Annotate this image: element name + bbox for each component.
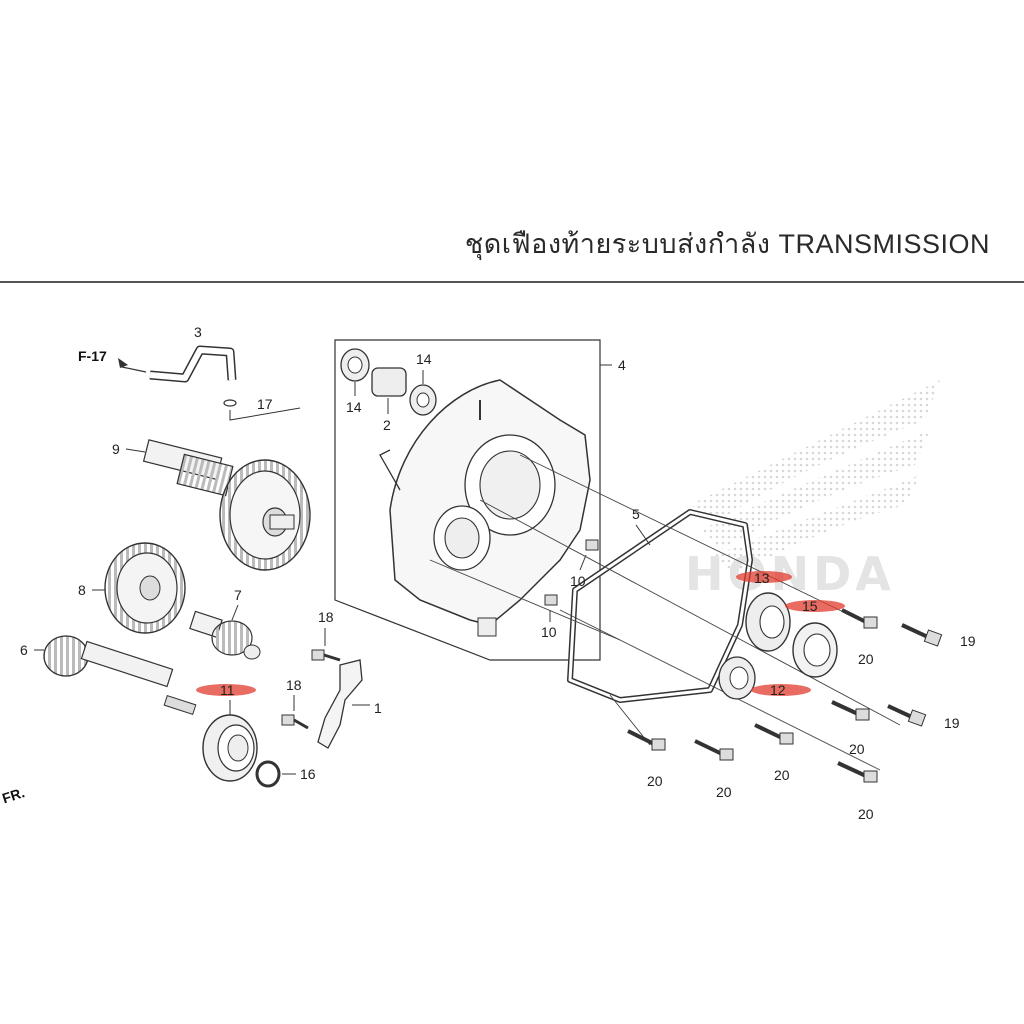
callout-20-a: 20 [858, 651, 874, 667]
reference-f17: F-17 [78, 348, 107, 364]
bolt-18-lower [281, 714, 309, 730]
bolt-20-e [754, 723, 794, 745]
drive-shaft-6 [43, 635, 197, 716]
bearing-12 [718, 656, 756, 700]
callout-14-left: 14 [346, 399, 362, 415]
bracket-1 [317, 659, 363, 749]
callout-10-upper: 10 [570, 573, 586, 589]
callout-10-lower: 10 [541, 624, 557, 640]
bolt-18-upper [311, 649, 341, 662]
callout-8: 8 [78, 582, 86, 598]
callout-13: 13 [754, 570, 770, 586]
front-marker: FR. [0, 784, 26, 806]
bearing-14-right [409, 384, 437, 416]
gear-8 [104, 542, 186, 634]
callout-20-c: 20 [647, 773, 663, 789]
transmission-case-4 [379, 379, 591, 637]
callout-18-upper: 18 [318, 609, 334, 625]
callout-6: 6 [20, 642, 28, 658]
title-divider [0, 281, 1024, 283]
counter-shaft-7 [189, 610, 261, 660]
bolt-20-a [841, 608, 878, 629]
assembly-outline [334, 339, 601, 661]
o-ring-17 [223, 399, 237, 407]
highlight-marks [196, 571, 845, 696]
callout-19-upper: 19 [960, 633, 976, 649]
bolt-20-d [694, 739, 734, 761]
bolt-20-c [627, 729, 666, 751]
callout-19-lower: 19 [944, 715, 960, 731]
callout-20-b: 20 [849, 741, 865, 757]
collar-2 [371, 367, 407, 397]
page-title: ชุดเฟืองท้ายระบบส่งกำลัง TRANSMISSION [464, 229, 990, 259]
callout-5: 5 [632, 506, 640, 522]
callout-20-d: 20 [716, 784, 732, 800]
callout-11: 11 [220, 682, 235, 698]
callout-2: 2 [383, 417, 391, 433]
callout-1: 1 [374, 700, 382, 716]
washer-16 [255, 760, 281, 788]
bearing-13 [745, 592, 791, 652]
bolt-20-f [837, 761, 878, 783]
callout-16: 16 [300, 766, 316, 782]
callout-20-f: 20 [858, 806, 874, 822]
assembly-guide-lines [429, 454, 901, 771]
bearing-14-left [340, 348, 370, 382]
callout-20-e: 20 [774, 767, 790, 783]
oil-seal-15 [792, 622, 838, 678]
bolt-19-lower [887, 704, 927, 727]
bolt-20-b [831, 700, 870, 721]
brand-watermark: HONDA [685, 380, 940, 601]
callout-9: 9 [112, 441, 120, 457]
bearing-11 [202, 714, 258, 782]
callout-4: 4 [618, 357, 626, 373]
callout-15: 15 [802, 598, 818, 614]
callout-17: 17 [257, 396, 273, 412]
bolt-19-upper [901, 623, 943, 647]
callout-18-lower: 18 [286, 677, 302, 693]
callout-3: 3 [194, 324, 202, 340]
callout-14-right: 14 [416, 351, 432, 367]
breather-tube [121, 345, 237, 383]
watermark-brand-text: HONDA [685, 547, 895, 601]
callout-12: 12 [770, 682, 786, 698]
callout-7: 7 [234, 587, 242, 603]
dowel-pin-10-lower [544, 594, 558, 606]
final-shaft-9 [142, 439, 311, 571]
dowel-pin-10-upper [585, 539, 599, 551]
